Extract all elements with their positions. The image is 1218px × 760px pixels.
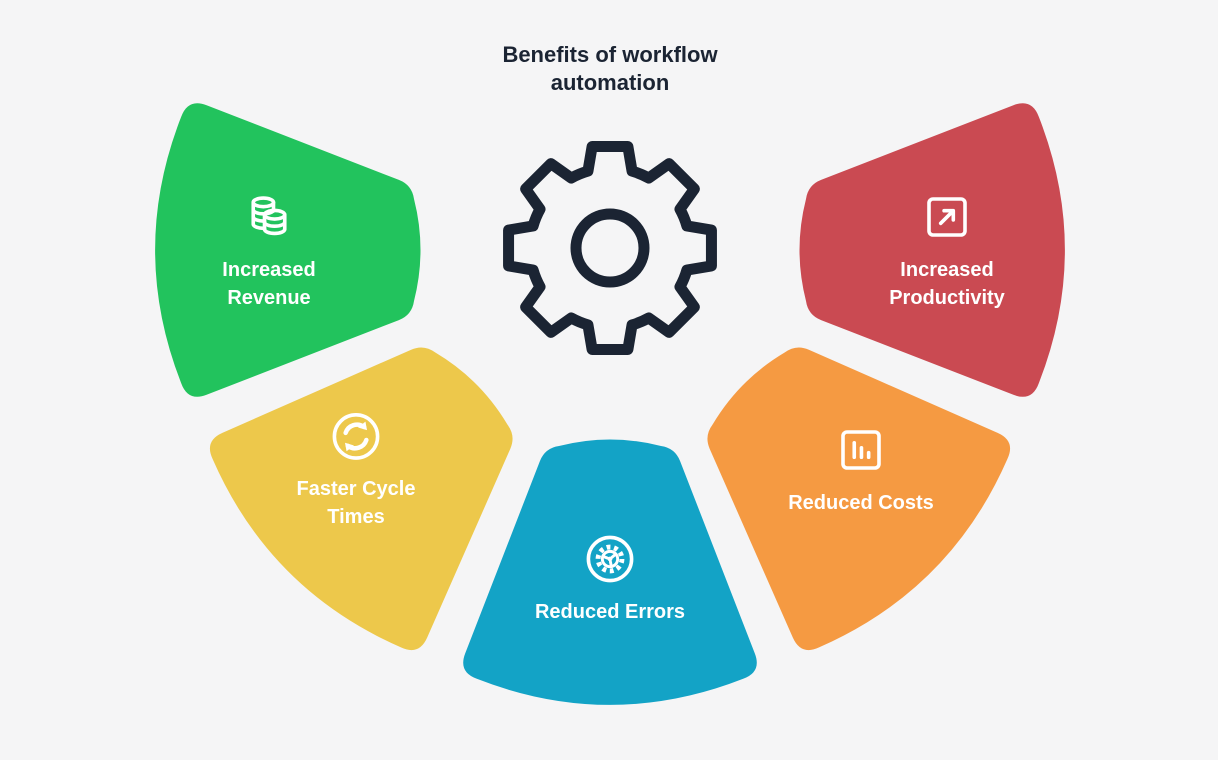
wedge-content-reduced-costs: Reduced Costs xyxy=(751,423,971,517)
gear-circle-icon xyxy=(586,535,634,583)
bar-chart-icon xyxy=(841,430,881,470)
wedge-label: Increased Revenue xyxy=(222,259,316,309)
wedge-label: Increased Productivity xyxy=(889,259,1005,309)
gear-icon xyxy=(503,141,717,355)
arrow-up-right-icon xyxy=(927,197,967,237)
wedge-content-reduced-errors: Reduced Errors xyxy=(500,532,720,626)
wedge-content-increased-productivity: Increased Productivity xyxy=(837,190,1057,312)
wedge-label: Reduced Errors xyxy=(534,601,686,623)
coins-icon xyxy=(251,196,287,236)
wedge-content-faster-cycle-times: Faster Cycle Times xyxy=(246,409,466,531)
wedge-label: Reduced Costs xyxy=(788,492,934,514)
refresh-cycle-icon xyxy=(332,413,380,460)
diagram-title: Benefits of workflow automation xyxy=(502,42,718,95)
wedge-content-increased-revenue: Increased Revenue xyxy=(159,190,379,312)
wedge-label: Faster Cycle Times xyxy=(296,478,416,528)
